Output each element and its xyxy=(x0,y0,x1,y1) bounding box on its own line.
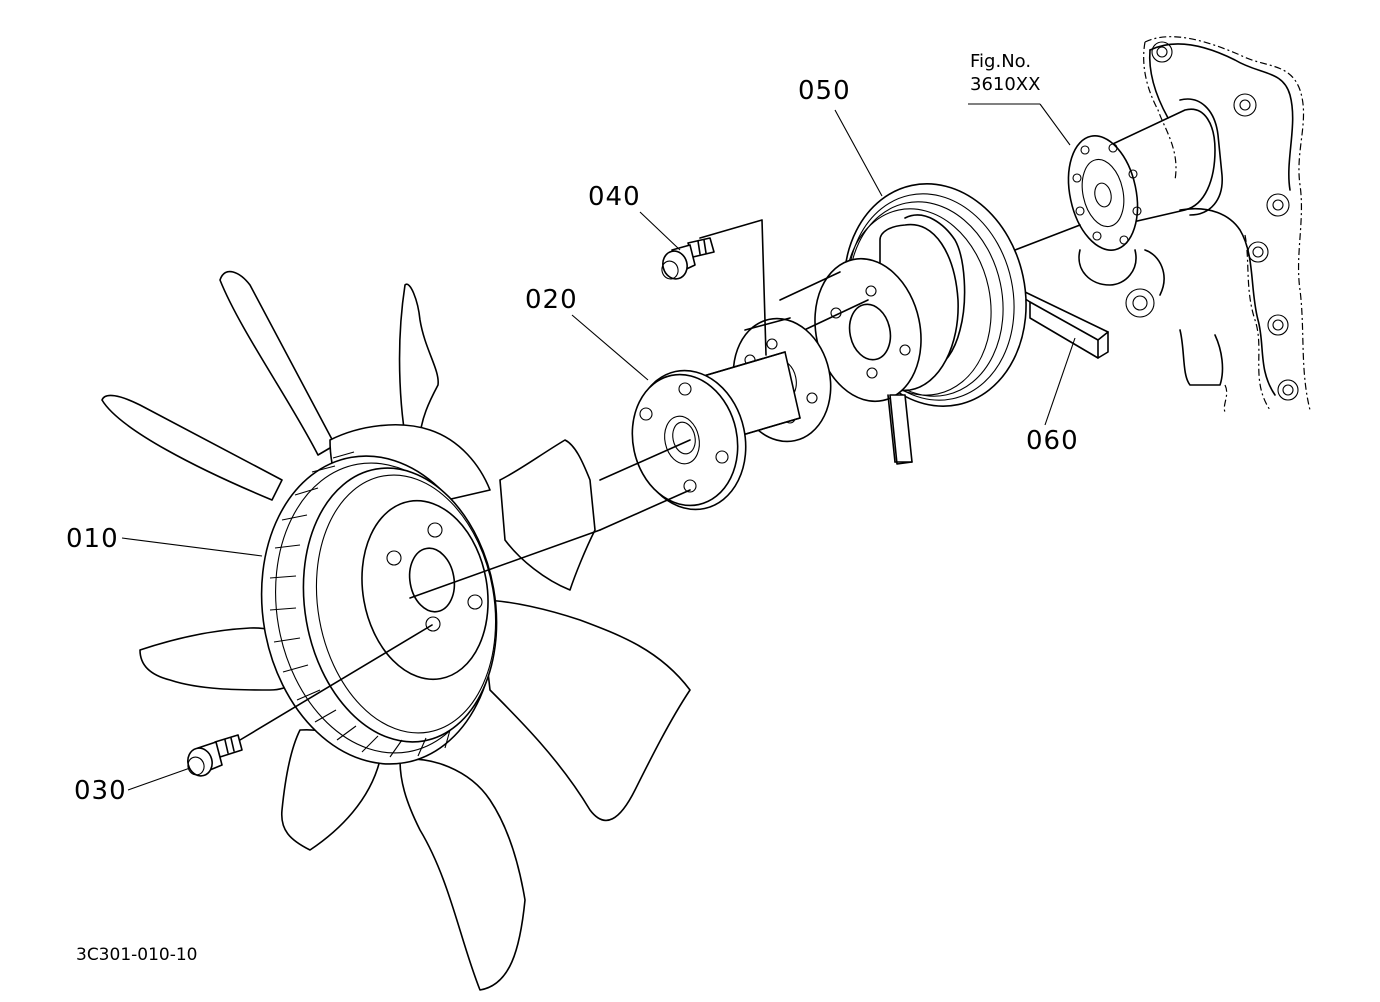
callout-030: 030 xyxy=(74,776,127,806)
figure-reference-label: Fig.No. xyxy=(970,51,1032,72)
drawing-code: 3C301-010-10 xyxy=(76,945,198,965)
water-pump-housing xyxy=(1067,36,1311,413)
callout-050: 050 xyxy=(798,76,851,106)
callout-010: 010 xyxy=(66,524,119,554)
bolt-040-drawing xyxy=(661,219,767,356)
callout-020: 020 xyxy=(525,285,578,315)
figure-reference: Fig.No. 3610XX xyxy=(970,50,1040,96)
fan-drawing xyxy=(101,270,691,991)
bolt-030-drawing xyxy=(187,734,243,777)
figure-reference-number: 3610XX xyxy=(970,74,1041,95)
callout-040: 040 xyxy=(588,182,641,212)
leader-lines xyxy=(121,103,1076,791)
flange-drawing xyxy=(599,271,869,531)
callout-060: 060 xyxy=(1026,426,1079,456)
pulley-drawing xyxy=(814,183,1027,465)
